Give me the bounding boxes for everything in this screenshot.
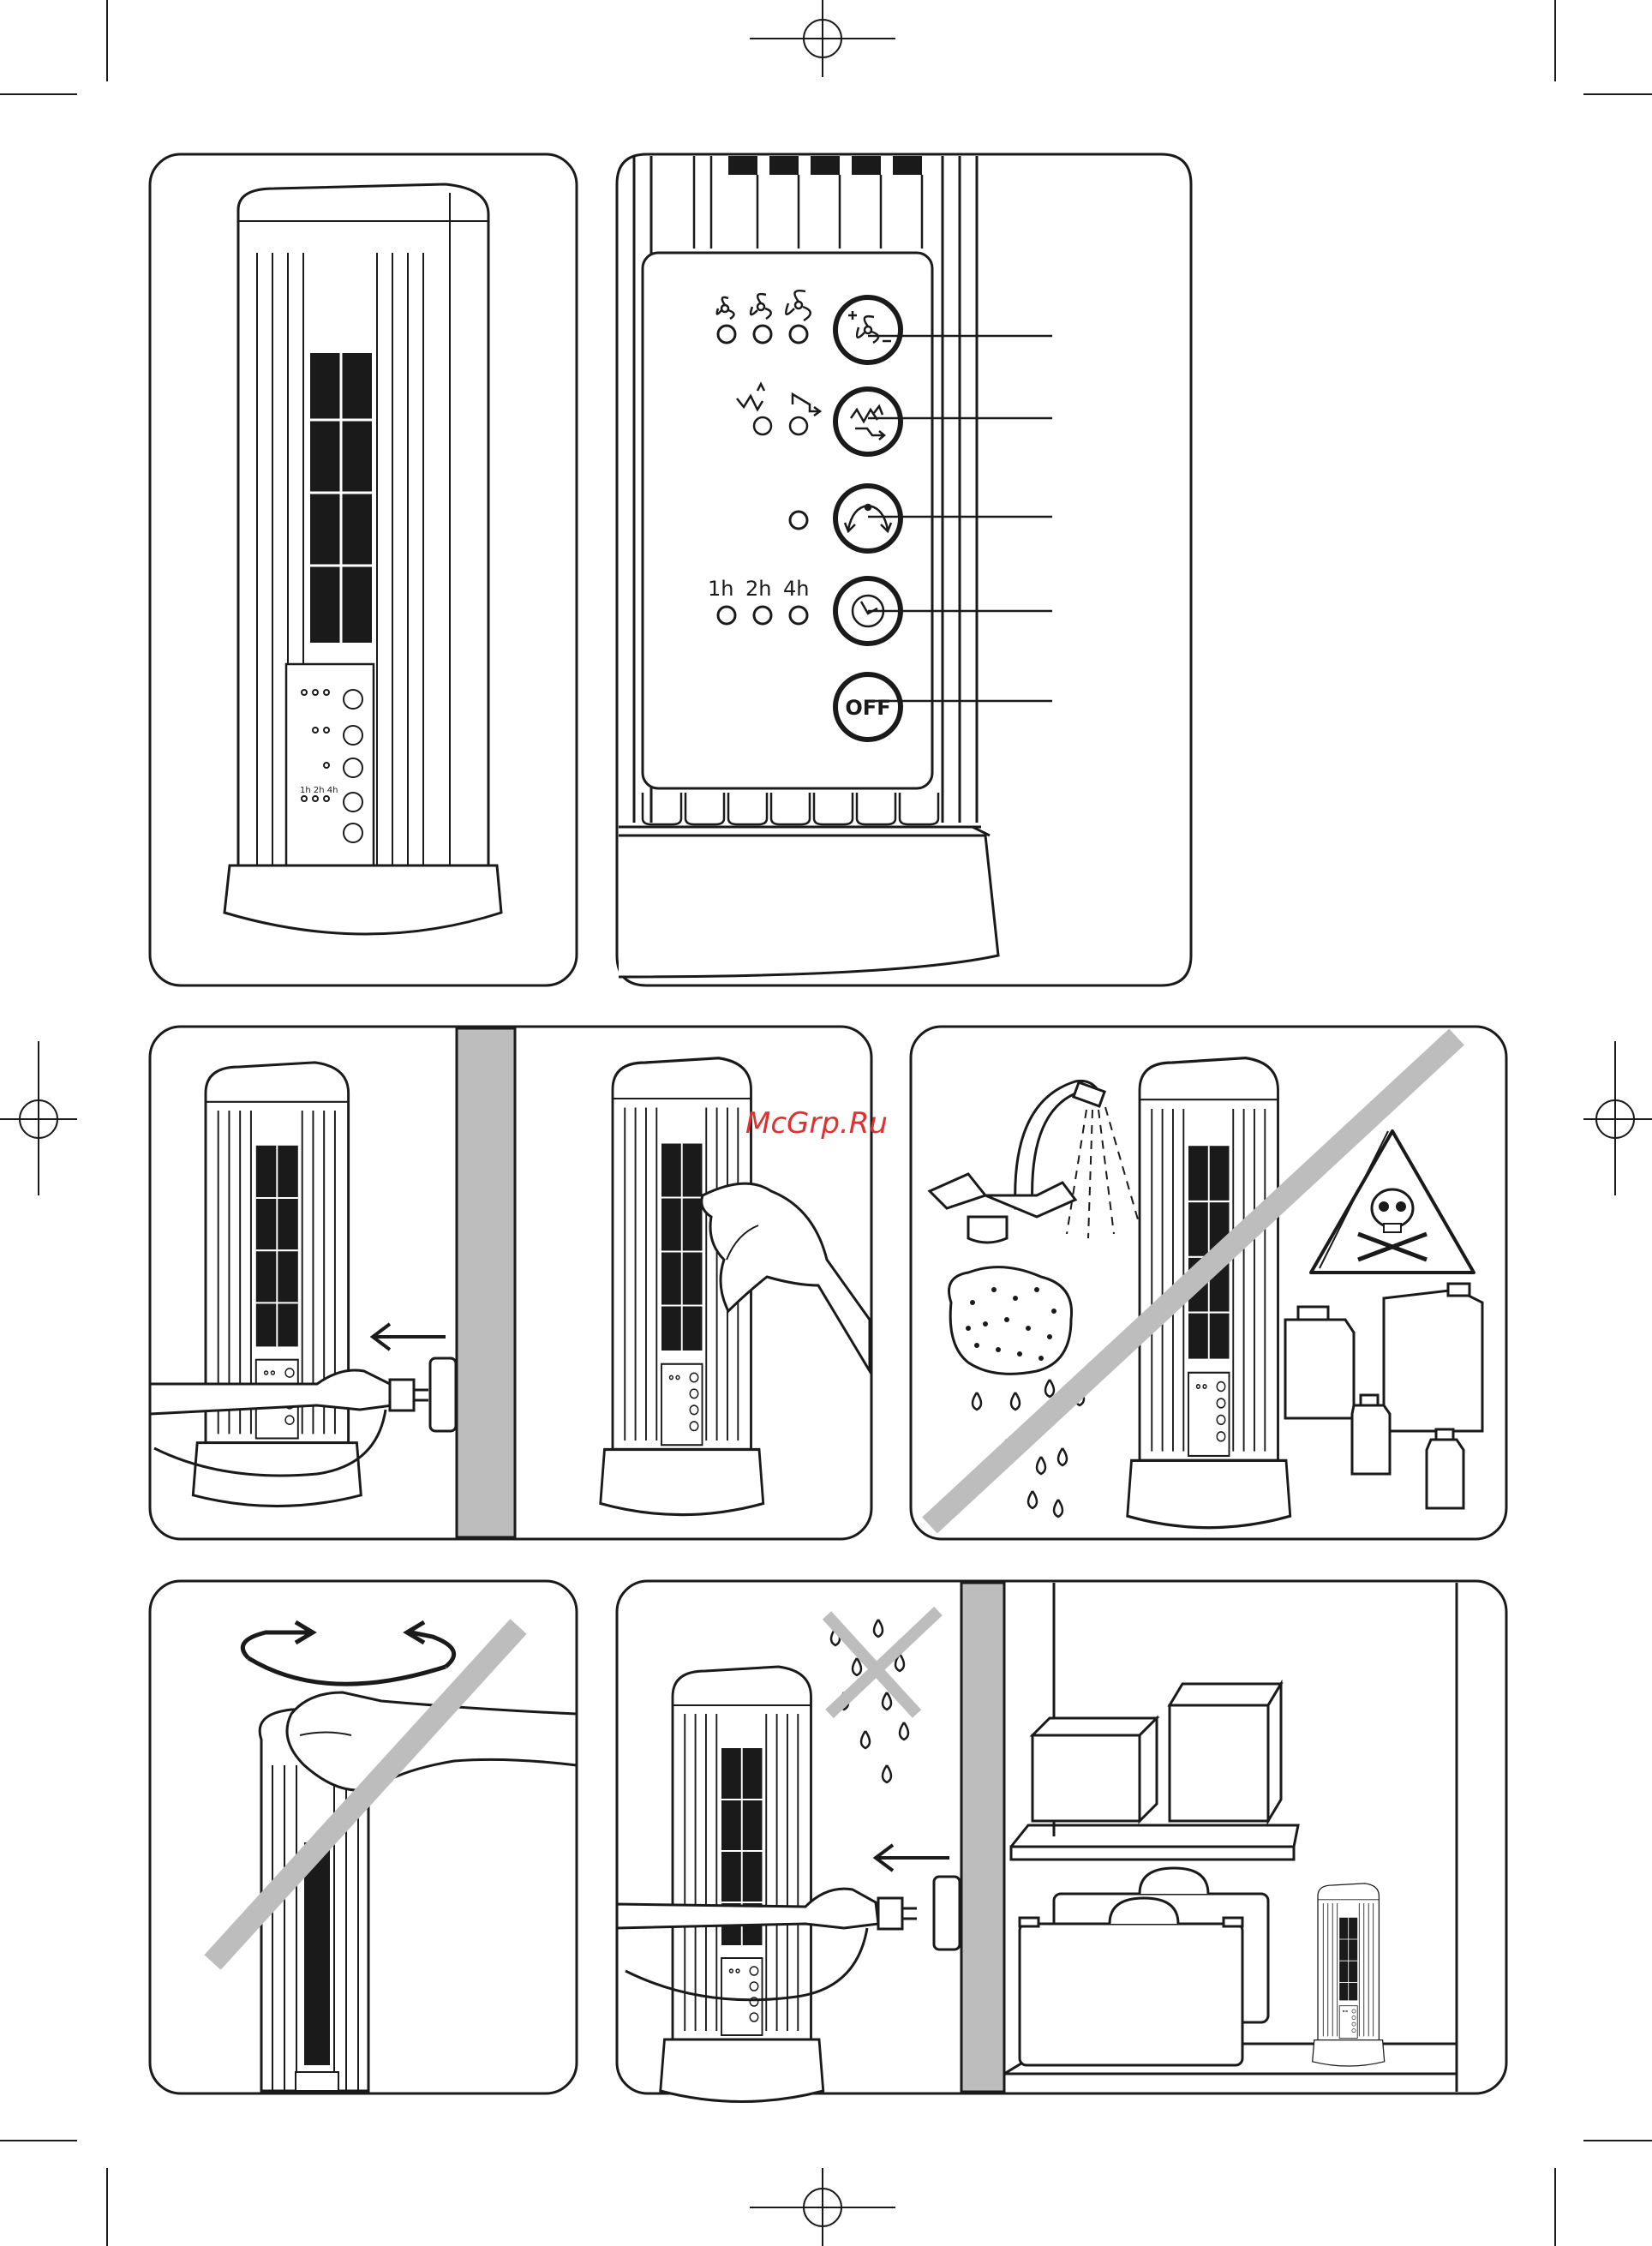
panel-storage: [617, 1581, 1506, 2102]
speed-button[interactable]: [835, 297, 901, 362]
panel-no-water-no-chemicals: [911, 1027, 1506, 1539]
mini-timer-labels: 1h 2h 4h: [300, 786, 338, 795]
off-label: OFF: [845, 696, 890, 720]
panel-tower-overview: 1h 2h 4h: [150, 154, 577, 985]
timer-1h-label: 1h: [708, 577, 733, 601]
off-button[interactable]: OFF: [835, 674, 901, 740]
mode-button[interactable]: [835, 389, 901, 454]
panel-unplug-and-clean: McGrp.Ru: [150, 1027, 888, 1539]
timer-4h-label: 4h: [783, 577, 809, 601]
timer-2h-label: 2h: [745, 577, 771, 601]
watermark: McGrp.Ru: [745, 1106, 888, 1141]
panel-control-closeup: 1h 2h 4h: [617, 154, 1191, 985]
oscillation-button[interactable]: [835, 486, 901, 551]
panel-do-not-rotate: [150, 1581, 577, 2093]
